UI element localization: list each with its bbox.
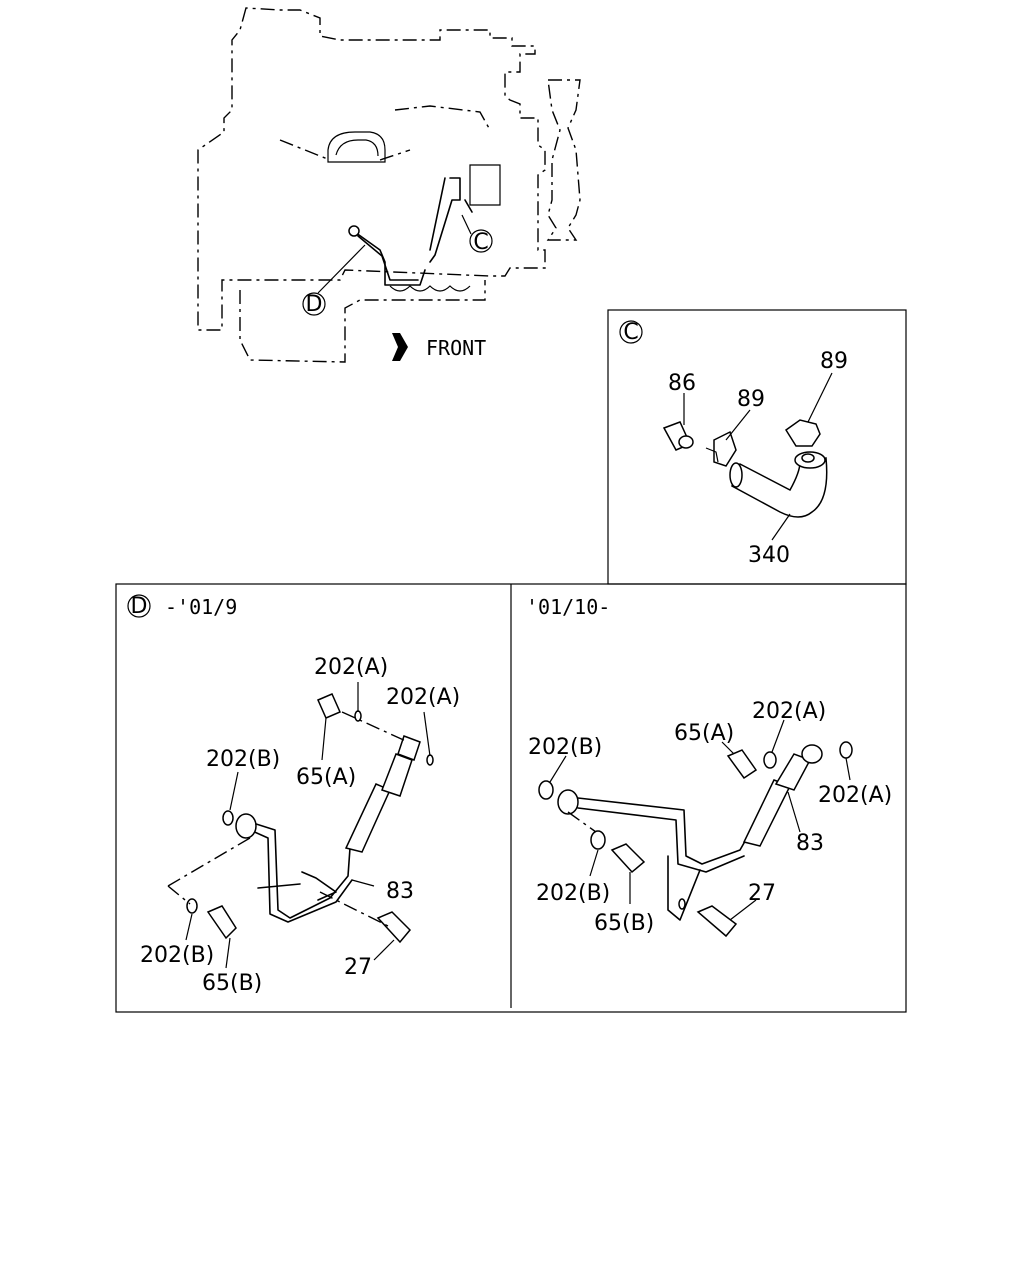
front-arrow-icon bbox=[392, 333, 408, 361]
label-202a-late-2: 202(A) bbox=[818, 783, 892, 808]
callout-d-detail: D bbox=[131, 594, 148, 619]
label-202a-late-1: 202(A) bbox=[752, 699, 826, 724]
label-27-late: 27 bbox=[748, 881, 776, 906]
front-label: FRONT bbox=[426, 336, 486, 360]
label-65b-early: 65(B) bbox=[202, 971, 262, 996]
bolt-27-late bbox=[696, 905, 738, 938]
detail-c-panel: C 86 89 89 340 bbox=[607, 309, 907, 585]
bolt-27-early bbox=[376, 911, 412, 944]
part-340-hose bbox=[729, 451, 828, 518]
label-340: 340 bbox=[748, 543, 790, 568]
label-89-right: 89 bbox=[820, 349, 848, 374]
label-86: 86 bbox=[668, 371, 696, 396]
bolt-65b-early bbox=[206, 905, 237, 940]
range-early: -'01/9 bbox=[165, 595, 237, 619]
label-65a-late: 65(A) bbox=[674, 721, 734, 746]
bolt-65a-late bbox=[726, 749, 758, 780]
callout-c-overview: C bbox=[473, 230, 488, 255]
label-65a-early: 65(A) bbox=[296, 765, 356, 790]
label-83-late: 83 bbox=[796, 831, 824, 856]
early-oil-pipe-assembly bbox=[167, 693, 434, 944]
label-202b-late-2: 202(B) bbox=[536, 881, 610, 906]
part-89-clip-left bbox=[705, 430, 737, 467]
engine-overview: C D FRONT bbox=[197, 7, 581, 363]
detail-d-panel: D -'01/9 '01/10- bbox=[115, 583, 907, 1013]
late-oil-pipe-assembly bbox=[538, 741, 853, 938]
label-27-early: 27 bbox=[344, 955, 372, 980]
callout-d-overview: D bbox=[306, 292, 323, 317]
label-202a-early-2: 202(A) bbox=[386, 685, 460, 710]
label-202b-early-2: 202(B) bbox=[140, 943, 214, 968]
range-late: '01/10- bbox=[526, 595, 610, 619]
label-202b-late-1: 202(B) bbox=[528, 735, 602, 760]
label-65b-late: 65(B) bbox=[594, 911, 654, 936]
bolt-65a-early bbox=[317, 693, 341, 719]
label-83-early: 83 bbox=[386, 879, 414, 904]
callout-c-detail: C bbox=[623, 320, 638, 345]
label-89-left: 89 bbox=[737, 387, 765, 412]
label-202b-early-1: 202(B) bbox=[206, 747, 280, 772]
bolt-65b-late bbox=[610, 843, 646, 874]
part-89-clip-right bbox=[784, 419, 821, 447]
label-202a-early-1: 202(A) bbox=[314, 655, 388, 680]
part-86-fitting bbox=[662, 421, 694, 451]
